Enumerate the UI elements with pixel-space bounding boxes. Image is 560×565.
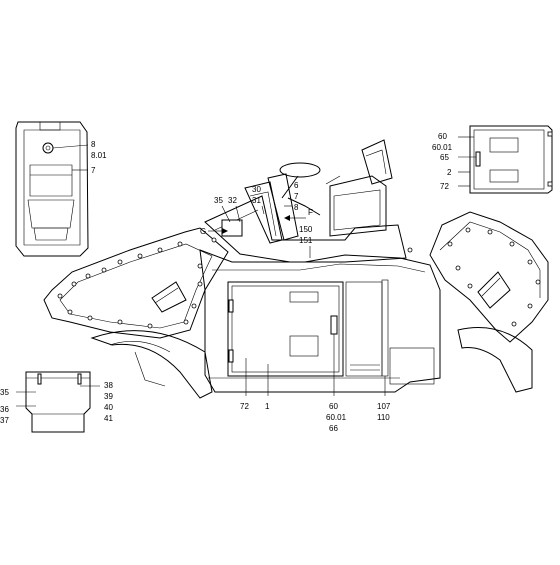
callout-latch-60: 60 [329, 402, 338, 411]
callout-hood-2: 8.01 [91, 151, 107, 160]
seat [329, 175, 387, 237]
door-handle-icon [475, 151, 481, 167]
callout-door-4: 2 [447, 168, 452, 177]
view-label-g: G [200, 227, 206, 236]
hood-detail: 8 8.01 7 [15, 121, 107, 257]
hood-lock-icon [42, 142, 54, 154]
callout-latch-66: 66 [329, 424, 338, 433]
callout-door-1: 60 [438, 132, 447, 141]
callout-107: 107 [377, 402, 391, 411]
side-panel-detail: 35 36 37 38 39 40 41 [0, 371, 113, 433]
callout-door-3: 65 [440, 153, 449, 162]
machine-body [43, 139, 549, 399]
callout-detail-40: 40 [104, 403, 113, 412]
main-door [227, 281, 344, 377]
callout-cab-31: 31 [252, 196, 261, 205]
callout-cab-30: 30 [252, 185, 261, 194]
callout-detail-39: 39 [104, 392, 113, 401]
callout-151: 151 [299, 236, 313, 245]
callout-110: 110 [377, 413, 390, 422]
callout-detail-36: 36 [0, 405, 9, 414]
callout-detail-35: 35 [0, 388, 9, 397]
door-detail: 60 60.01 65 2 72 [432, 125, 553, 194]
callout-door-2: 60.01 [432, 143, 453, 152]
callout-hood-1: 8 [91, 140, 96, 149]
callout-cab-8: 8 [294, 203, 299, 212]
callout-door-5: 72 [440, 182, 449, 191]
callout-cab-35: 35 [214, 196, 223, 205]
callout-detail-38: 38 [104, 381, 113, 390]
callout-cab-6: 6 [294, 181, 299, 190]
callout-cab-32: 32 [228, 196, 237, 205]
callout-latch-6001: 60.01 [326, 413, 347, 422]
view-label-f: F [308, 208, 313, 217]
callout-cab-7: 7 [294, 192, 299, 201]
cab-callouts: 35 32 30 31 G 6 7 8 F 150 151 [200, 181, 313, 258]
bottom-callouts: 72 1 60 60.01 66 107 110 [240, 334, 391, 433]
callout-hood-3: 7 [91, 166, 96, 175]
steering-wheel-icon [279, 162, 321, 178]
callout-150: 150 [299, 225, 313, 234]
callout-72: 72 [240, 402, 249, 411]
door-latch-icon [330, 315, 338, 335]
callout-detail-41: 41 [104, 414, 113, 423]
callout-detail-37: 37 [0, 416, 9, 425]
callout-1: 1 [265, 402, 270, 411]
